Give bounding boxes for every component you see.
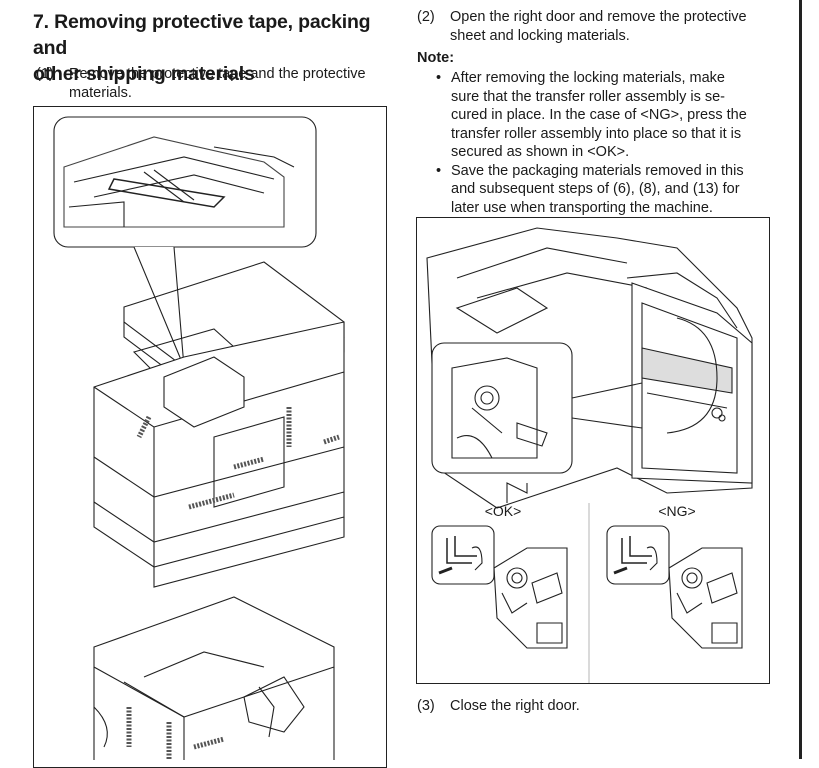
step-2-text: Open the right door and remove the prote…	[450, 8, 747, 46]
step-1-text: Remove the protective tape and the prote…	[69, 65, 366, 103]
note-bullet-2-line-3: later use when transporting the machine.	[451, 199, 713, 216]
figure-right-door: <OK> <NG>	[416, 217, 770, 684]
section-heading: 7. Removing protective tape, packing and…	[33, 9, 398, 87]
step-2-number: (2)	[417, 9, 435, 25]
bullet-dot-icon: •	[436, 70, 442, 86]
right-door-illustration: <OK> <NG>	[426, 227, 753, 683]
note-bullet-1-line-2: sure that the transfer roller assembly i…	[451, 88, 725, 105]
note-bullet-1-line-3: cured in place. In the case of <NG>, pre…	[451, 107, 747, 123]
bullet-dot-icon: •	[436, 162, 442, 179]
ng-label: <NG>	[658, 503, 695, 519]
machine-tape-illustration	[53, 116, 345, 760]
note-bullet-1-line-4: transfer roller assembly into place so t…	[451, 125, 742, 142]
step-3: (3) Close the right door.	[417, 697, 787, 717]
ok-label: <OK>	[485, 503, 522, 519]
note-bullet-1: • After removing the locking materials, …	[434, 69, 774, 162]
note-bullet-2-line-2: and subsequent steps of (6), (8), and (1…	[451, 181, 740, 197]
step-1-line-2: materials.	[69, 85, 132, 101]
step-3-text: Close the right door.	[450, 697, 580, 716]
step-2: (2) Open the right door and remove the p…	[417, 8, 787, 48]
step-1-number: (1)	[36, 66, 54, 82]
step-1-line-1: Remove the protective tape and the prote…	[69, 66, 366, 82]
note-label: Note:	[417, 50, 455, 66]
page-edge-divider	[799, 0, 802, 759]
figure-protective-tape	[33, 106, 387, 768]
step-1: (1) Remove the protective tape and the p…	[36, 65, 396, 105]
step-2-line-2: sheet and locking materials.	[450, 28, 630, 44]
note-bullet-1-line-5: secured as shown in <OK>.	[451, 144, 630, 160]
step-2-line-1: Open the right door and remove the prote…	[450, 9, 747, 25]
note-bullet-2: • Save the packaging materials removed i…	[434, 162, 774, 218]
step-3-line-1: Close the right door.	[450, 698, 580, 714]
note-bullet-2-line-1: Save the packaging materials removed in …	[451, 162, 744, 179]
section-heading-line-2: other shipping materials	[33, 63, 255, 85]
note-bullets: • After removing the locking materials, …	[434, 69, 774, 217]
section-heading-line-1: 7. Removing protective tape, packing and	[33, 11, 371, 59]
step-3-number: (3)	[417, 698, 435, 714]
note-bullet-1-line-1: After removing the locking materials, ma…	[451, 70, 725, 86]
